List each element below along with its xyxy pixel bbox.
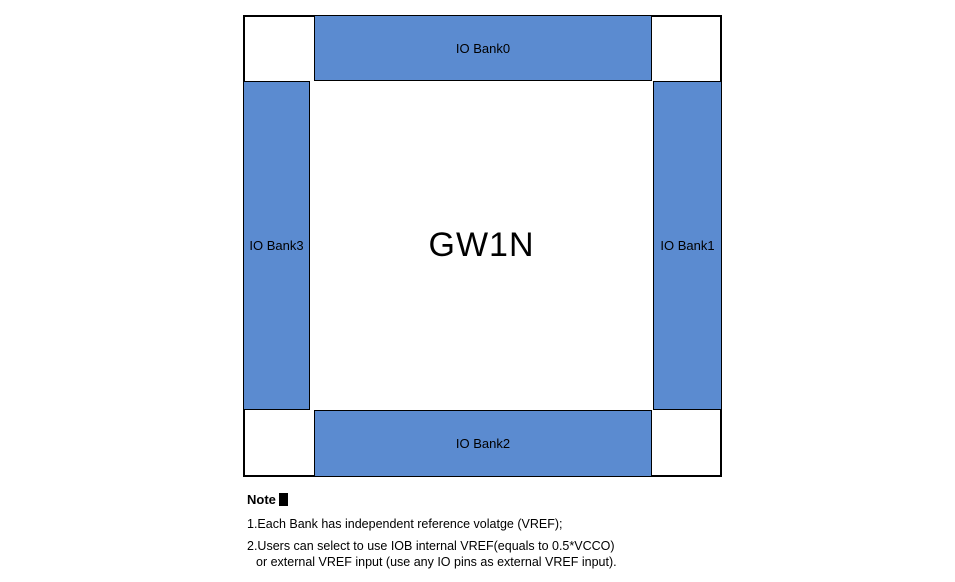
- note-item-2: 2.Users can select to use IOB internal V…: [247, 539, 615, 553]
- note-title-row: Note: [247, 492, 707, 507]
- io-bank1-region: IO Bank1: [653, 81, 722, 410]
- io-bank2-label: IO Bank2: [455, 436, 511, 451]
- note-marker-icon: [278, 493, 288, 506]
- chip-core-area: GW1N: [310, 81, 653, 410]
- io-bank1-label: IO Bank1: [660, 238, 715, 253]
- io-bank0-region: IO Bank0: [314, 15, 652, 81]
- io-bank3-label: IO Bank3: [249, 238, 304, 253]
- note-item-2-continued: or external VREF input (use any IO pins …: [256, 555, 617, 569]
- io-bank2-region: IO Bank2: [314, 410, 652, 477]
- note-item-1: 1.Each Bank has independent reference vo…: [247, 517, 563, 531]
- note-title: Note: [247, 492, 276, 507]
- io-bank3-region: IO Bank3: [243, 81, 310, 410]
- io-bank0-label: IO Bank0: [455, 40, 511, 56]
- chip-name-label: GW1N: [428, 226, 535, 264]
- notes-section: Note 1.Each Bank has independent referen…: [247, 492, 707, 570]
